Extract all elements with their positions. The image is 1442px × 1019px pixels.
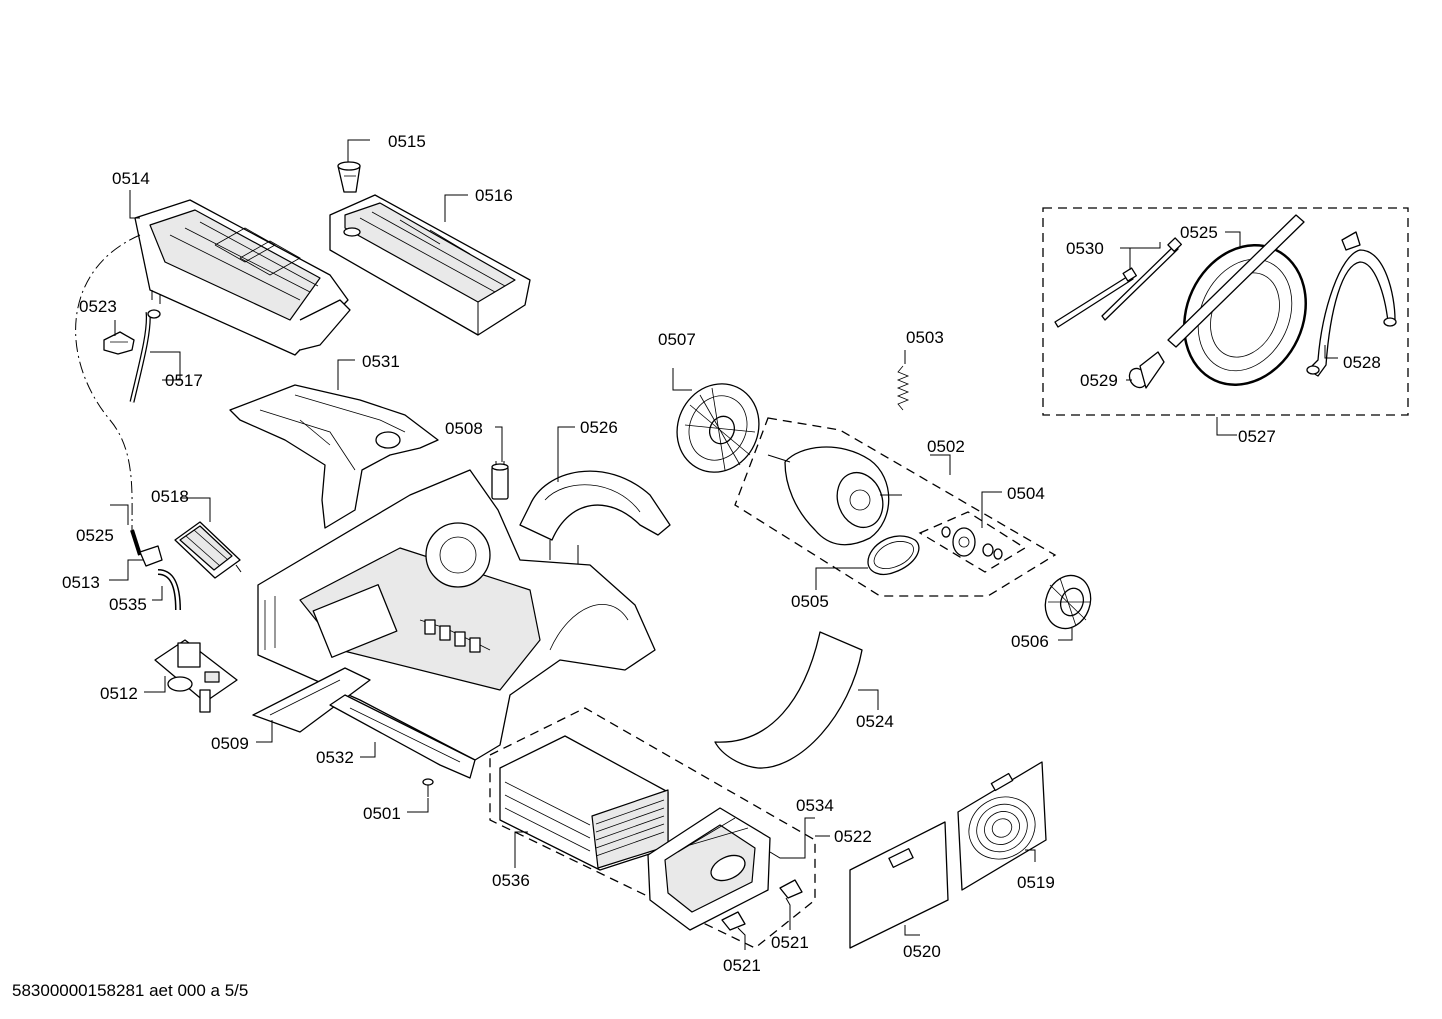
label-0505: 0505 <box>791 592 829 611</box>
label-0506: 0506 <box>1011 632 1049 651</box>
leader-lines <box>109 139 1338 950</box>
label-0516: 0516 <box>475 186 513 205</box>
part-0525-coil-drawing <box>1167 214 1307 386</box>
part-0503-drawing <box>896 365 910 411</box>
label-0501: 0501 <box>363 804 401 823</box>
cable-path-drawing <box>75 234 141 531</box>
label-0518: 0518 <box>151 487 189 506</box>
part-0528-drawing <box>1306 231 1397 377</box>
label-0525-kit: 0525 <box>1180 223 1218 242</box>
part-0512-drawing <box>154 639 238 713</box>
label-0503: 0503 <box>906 328 944 347</box>
part-0534-drawing <box>647 807 771 931</box>
label-0527: 0527 <box>1238 427 1276 446</box>
part-0514-drawing <box>134 199 351 356</box>
part-0522-drawing <box>489 707 816 949</box>
part-0535-drawing <box>157 569 181 611</box>
part-0504-drawing <box>918 511 1027 573</box>
label-0531: 0531 <box>362 352 400 371</box>
part-0529-drawing <box>1128 351 1165 389</box>
part-number-labels: 0515 0514 0516 0525 0530 0523 0503 0507 … <box>62 132 1381 975</box>
part-0524-drawing <box>714 631 863 769</box>
label-0502: 0502 <box>927 437 965 456</box>
label-0515: 0515 <box>388 132 426 151</box>
part-0532-drawing <box>329 694 476 779</box>
label-0532: 0532 <box>316 748 354 767</box>
part-0531-drawing <box>229 384 439 529</box>
label-0514: 0514 <box>112 169 150 188</box>
part-0518-drawing <box>174 521 242 579</box>
part-0507-drawing <box>676 383 760 473</box>
part-0508-drawing <box>491 461 509 500</box>
part-0520-drawing <box>849 821 949 949</box>
part-0509-drawing <box>252 667 371 733</box>
label-0508: 0508 <box>445 419 483 438</box>
part-0525-left-drawing <box>130 529 163 567</box>
part-0506-drawing <box>1044 574 1092 630</box>
part-0517-drawing <box>129 309 161 403</box>
label-0528: 0528 <box>1343 353 1381 372</box>
part-0515-drawing <box>337 161 361 193</box>
part-0536-drawing <box>499 735 669 871</box>
label-0522: 0522 <box>834 827 872 846</box>
part-0516-drawing <box>329 194 531 336</box>
part-0519-drawing <box>957 761 1047 891</box>
label-0529: 0529 <box>1080 371 1118 390</box>
label-0530: 0530 <box>1066 239 1104 258</box>
label-0507: 0507 <box>658 330 696 349</box>
label-0504: 0504 <box>1007 484 1045 503</box>
label-0524: 0524 <box>856 712 894 731</box>
part-0521-drawings <box>721 879 803 931</box>
label-0509: 0509 <box>211 734 249 753</box>
label-0526: 0526 <box>580 418 618 437</box>
label-0523: 0523 <box>79 297 117 316</box>
part-0523-drawing <box>103 331 135 355</box>
label-0535: 0535 <box>109 595 147 614</box>
part-0501-drawing <box>422 778 434 797</box>
label-0536: 0536 <box>492 871 530 890</box>
label-0534: 0534 <box>796 796 834 815</box>
part-0530-drawing <box>1054 237 1183 328</box>
label-0521-right: 0521 <box>771 933 809 952</box>
label-0517: 0517 <box>165 371 203 390</box>
label-0513: 0513 <box>62 573 100 592</box>
drawing-code-footer: 58300000158281 aet 000 a 5/5 <box>12 981 249 1000</box>
label-0512: 0512 <box>100 684 138 703</box>
part-0502-drawing <box>734 417 1057 597</box>
part-0527-kit-box <box>1042 207 1409 416</box>
part-0505-drawing <box>867 535 920 576</box>
label-0521-left: 0521 <box>723 956 761 975</box>
label-0519: 0519 <box>1017 873 1055 892</box>
label-0520: 0520 <box>903 942 941 961</box>
label-0525-left: 0525 <box>76 526 114 545</box>
